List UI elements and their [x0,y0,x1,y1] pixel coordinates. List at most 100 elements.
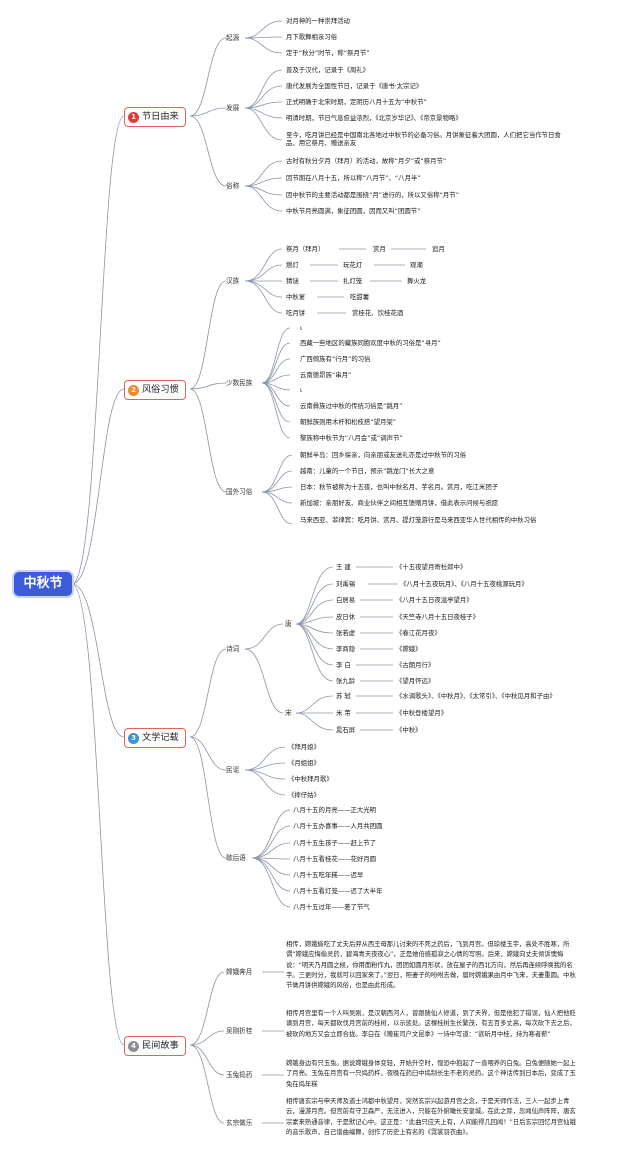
sub-song: 宋 [285,709,292,717]
leaf: 因中秋节的主要活动都是围绕“月”进行的，所以又俗称“月节” [286,191,460,199]
poet: 李 白 [336,661,351,669]
leaf: 黎族称中秋节为“八月会”或“调声节” [300,434,403,442]
topic-literature: 3 文学记载 [124,728,186,748]
leaf: 定于“秋分”时节，称“祭月节” [286,49,370,57]
leaf: 马来西亚、菲律宾：吃月饼、赏月、提灯笼游行是马来西亚华人世代相传的中秋习俗 [300,516,537,524]
leaf: 西藏一些地区的藏族同胞欢度中秋的习俗是“寻月” [300,339,441,347]
sub-poetry: 诗词 [226,645,240,653]
leaf: 《拜月娘》 [288,743,320,751]
work: 《天竺寺八月十五日夜桂子》 [396,613,480,621]
leaf: 八月十五看灯笼——迟了大半年 [293,887,383,895]
work: 《中秋》 [396,726,422,734]
leaf: 新加坡：亲朋好友、商业伙伴之间相互馈赠月饼，借此表示问候与祝愿 [300,499,499,507]
sub-minorities: 少数民族 [226,379,253,387]
topic-label: 节日由来 [142,111,179,122]
leaf: 对月神的一种崇拜活动 [286,17,350,25]
story-xuanzong: 玄宗做乐 [226,1119,253,1127]
story-jade-rabbit: 玉兔捣药 [226,1071,253,1079]
leaf: 祭月（拜月） [286,245,325,253]
leaf: 正式明确于北宋时期，定阴历八月十五为“中秋节” [286,98,427,106]
poet: 张九龄 [336,677,356,685]
story-change: 嫦娥奔月 [226,968,253,976]
leaf: 八月十五办喜事——人月共团圆 [293,822,383,830]
leaf: 中秋节月亮圆满，象征团圆，因而又叫“团圆节” [286,207,421,215]
poet: 米 芾 [336,709,351,717]
leaf: 云南彝族过中秋的传统习俗是“跳月” [300,402,403,410]
poet: 晁石屏 [336,726,356,734]
leaf: 扎灯笼 [343,277,363,285]
work: 《春江花月夜》 [396,629,441,637]
topic-festival-origin: 1 节日由来 [124,107,186,127]
leaf: 八月十五的月亮——正大光明 [293,806,377,814]
leaf: 古时有秋分夕月（拜月）的活动，故称“月夕”或“祭月节” [286,157,447,165]
leaf: 越南：儿童的一个节日，预示“跳龙门”长大之意 [300,467,435,475]
sub-xiehouyu: 歇后语 [226,854,246,862]
poet: 刘禹锡 [336,580,356,588]
leaf: 八月十五看桂花——花好月圆 [293,855,377,863]
badge-4: 4 [128,1040,139,1052]
leaf: 中秋宴 [286,293,306,301]
leaf: 朝鲜族则用木杆和松枝搭“望月架” [300,418,397,426]
leaf: 至今，吃月饼已经是中国南北各地过中秋节的必备习俗。月饼象征着大团圆，人们把它当作… [286,131,561,148]
work: 《古朗月行》 [396,661,435,669]
topic-label: 文学记载 [142,732,179,743]
work: 《八月十五夜玩月》、《八月十五夜桃源玩月》 [400,580,528,588]
leaf: 《月姐姐》 [288,759,320,767]
work: 《十五夜望月寄杜郎中》 [396,563,467,571]
leaf: ι [300,386,303,394]
poet: 张若虚 [336,629,356,637]
leaf: 追月 [432,245,445,253]
leaf: 玩花灯 [343,261,363,269]
leaf: 吃月饼 [286,309,306,317]
leaf: 八月十五生孩子——赶上节了 [293,839,377,847]
badge-2: 2 [128,384,139,396]
leaf: 明清时期，节日气息愈益浓烈，《北京岁华记》、《帝京景物略》 [286,114,462,122]
leaf: 赏月 [373,245,386,253]
leaf: 因节期在八月十五，所以称“八月节”、“八月半” [286,174,421,182]
work: 《水调歌头》、《中秋月》、《太常引》、《中秋见月和子由》 [396,692,556,700]
leaf: 日本：秋节被称为十五夜，也叫中秋名月、芋名月。赏月，吃江米团子 [300,483,499,491]
topic-folk-stories: 4 民间故事 [124,1036,186,1056]
leaf: 八月十五过年——差了节气 [293,903,370,911]
poet: 王 建 [336,563,351,571]
leaf: 燃灯 [286,261,299,269]
leaf: 云南德昂族“串月” [300,371,352,379]
sub-tang: 唐 [285,620,292,628]
work: 《中秋登楼望月》 [396,709,448,717]
work: 《八月十五日夜湓亭望月》 [396,596,473,604]
poet: 皮日休 [336,613,356,621]
leaf: 舞火龙 [407,277,427,285]
badge-1: 1 [128,111,139,123]
story-wugang: 吴刚折桂 [226,1027,253,1035]
leaf: 唐代发展为全国性节日，记录于《唐书·太宗记》 [286,82,423,90]
badge-3: 3 [128,732,139,744]
story-text: 嫦娥身边有只玉兔。据说嫦娥身体变轻，开始升空时，惶恐中抱起了一直喂养的白兔。白兔… [286,1060,576,1088]
leaf: 赏桂花、饮桂花酒 [352,309,404,317]
sub-foreign: 国外习俗 [226,488,253,496]
work: 《望月怀远》 [396,677,435,685]
leaf: 八月十五吃年糕——迟早 [293,871,364,879]
work: 《嫦娥》 [396,645,422,653]
topic-label: 民间故事 [142,1040,179,1051]
leaf: 月下歌舞相亲习俗 [286,33,338,41]
sub-origin: 起源 [226,34,240,42]
sub-han: 汉族 [226,277,240,285]
poet: 白居易 [336,596,356,604]
leaf: 观潮 [410,261,423,269]
root-topic: 中秋节 [14,572,72,596]
leaf: 《摔仔姑》 [288,791,320,799]
sub-ballads: 民谣 [226,766,240,774]
story-text: 相传，嫦娥偷吃了丈夫后羿从西王母那儿讨来的不死之药后，飞到月宫。但琼楼玉宇，高处… [286,941,576,990]
leaf: ι [300,324,303,332]
leaf: 广西侗族有“行月”的习俗 [300,355,371,363]
story-text: 相传月宫里有一个人叫吴刚，是汉朝西河人，曾跟随仙人修道，到了天界，但是他犯了错误… [286,1010,576,1038]
leaf: 吃甜薯 [350,293,370,301]
leaf: 猜谜 [286,277,299,285]
poet: 李商隐 [336,645,356,653]
poet: 苏 轼 [336,692,351,700]
topic-label: 风俗习惯 [142,384,179,395]
story-text: 相传唐玄宗与申天师及道士鸿都中秋望月，突然玄宗兴起游月宫之念，于是天师作法，三人… [286,1098,576,1136]
leaf: 朝鲜半岛：回乡探亲，向亲朋或友送礼亦是过中秋节的习俗 [300,451,467,459]
leaf: 《中秋拜月歌》 [288,775,333,783]
